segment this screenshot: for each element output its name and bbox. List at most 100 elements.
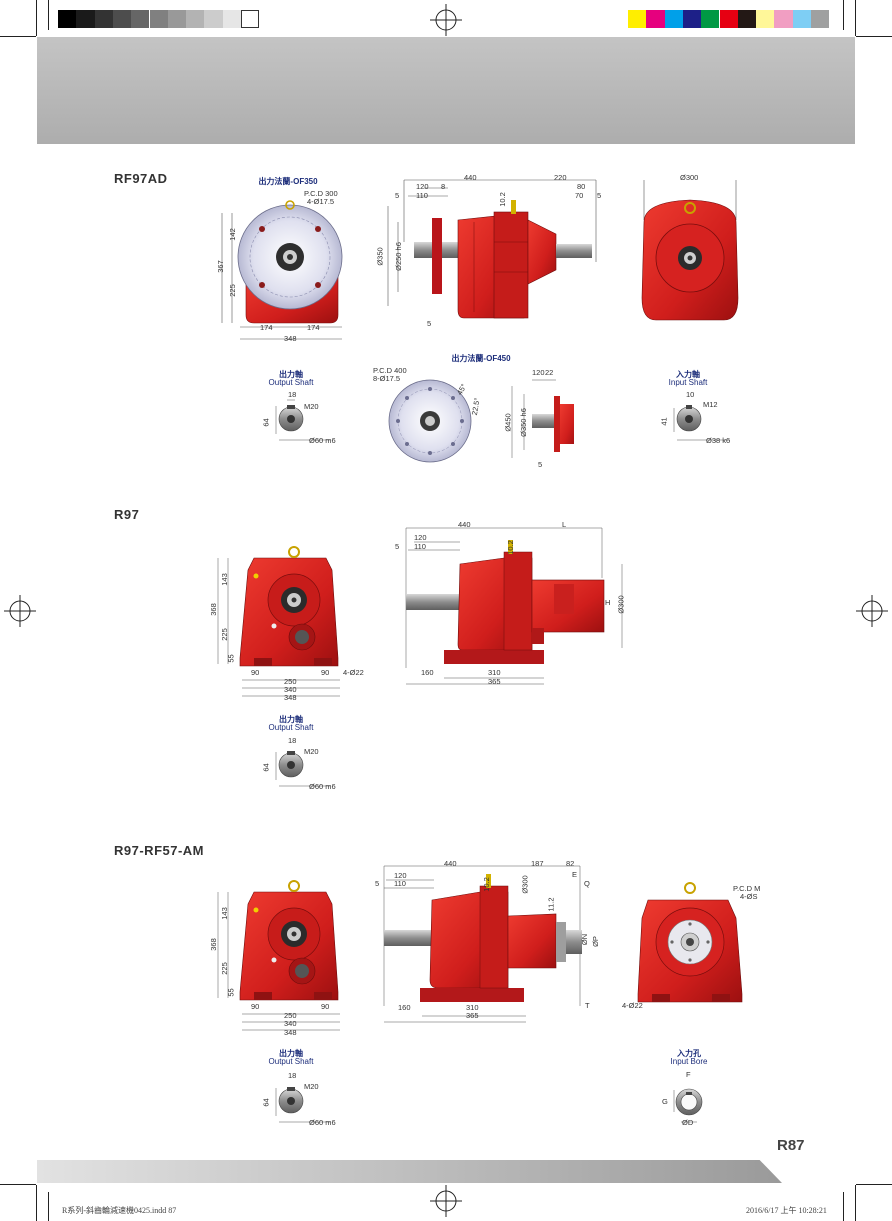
dim-8: 8 <box>441 182 446 191</box>
section-title-rf97ad: RF97AD <box>114 171 168 186</box>
s3-dim-o300: Ø300 <box>520 875 530 894</box>
color-swatch <box>701 10 720 28</box>
rf97ad-front-view <box>641 180 739 321</box>
dim-80: 80 <box>577 182 586 191</box>
dim-o350: Ø350 <box>375 247 385 266</box>
s3-dim-250: 250 <box>284 1011 297 1020</box>
s3-dim-225: 225 <box>219 962 229 975</box>
r97-dim-90b: 90 <box>321 668 330 677</box>
output-shaft-cn-s1: 出力軸 <box>279 370 303 379</box>
r97-dim-340: 340 <box>284 685 297 694</box>
output-shaft-cn-s2: 出力軸 <box>279 715 303 724</box>
r97-rf57-am-front-view <box>217 880 340 1031</box>
s3-dim-365: 365 <box>466 1011 479 1020</box>
flange350-caption: 出力法蘭-OF350 <box>258 177 318 186</box>
dim-5b: 5 <box>597 191 602 200</box>
os2-dim-o60: Ø60 m6 <box>309 782 336 791</box>
s3-dim-on: ØN <box>580 933 590 946</box>
dim-142: 142 <box>227 228 237 241</box>
r97-dim-160: 160 <box>421 668 434 677</box>
input-bore-cn: 入力孔 <box>677 1049 701 1058</box>
r97-dim-o300: Ø300 <box>616 595 626 614</box>
s3-dim-120: 120 <box>394 871 407 880</box>
r97-dim-368: 368 <box>208 603 218 616</box>
rf97ad-side-view <box>387 179 597 319</box>
os3-dim-o60: Ø60 m6 <box>309 1118 336 1127</box>
s3-dim-t: T <box>585 1001 590 1010</box>
dim-174a: 174 <box>260 323 273 332</box>
color-swatch <box>112 10 132 28</box>
input-bore-drawing <box>673 1088 703 1123</box>
color-swatch <box>149 10 168 28</box>
r97-dim-l: L <box>562 520 567 529</box>
s3-dim-187: 187 <box>531 859 544 868</box>
s3-dim-10-2: 10.2 <box>481 877 491 892</box>
s3-dim-90a: 90 <box>251 1002 260 1011</box>
s3-dim-368: 368 <box>208 938 218 951</box>
r97-front-view <box>217 546 340 697</box>
color-swatch <box>167 10 187 28</box>
s3-dim-op: ØP <box>590 936 600 947</box>
color-swatch <box>241 10 260 28</box>
flange450-22: 22 <box>545 368 554 377</box>
section-title-r97-rf57-am: R97-RF57-AM <box>114 843 205 858</box>
os1-dim-64: 64 <box>261 418 271 427</box>
dim-225: 225 <box>227 284 237 297</box>
color-swatch <box>131 10 150 28</box>
dim-440: 440 <box>464 173 477 182</box>
flange450-caption: 出力法蘭-OF450 <box>451 354 511 363</box>
flange450-holes: 8-Ø17.5 <box>373 374 401 383</box>
dim-174b: 174 <box>307 323 320 332</box>
r97-dim-10-2: 10.2 <box>505 540 515 555</box>
flange450-5: 5 <box>538 460 543 469</box>
r97-dim-110: 110 <box>414 542 426 551</box>
is-dim-10: 10 <box>686 390 695 399</box>
header-band <box>37 37 855 144</box>
r97-side-view <box>405 527 623 685</box>
os2-dim-18: 18 <box>288 736 297 745</box>
flange450-120: 120 <box>532 368 545 377</box>
r97-dim-225: 225 <box>219 628 229 641</box>
s3-dim-110: 110 <box>394 879 406 888</box>
s3-dim-90b: 90 <box>321 1002 330 1011</box>
output-shaft-cn-s3: 出力軸 <box>279 1049 303 1058</box>
dim-70: 70 <box>575 191 584 200</box>
is-dim-o38k6: Ø38 k6 <box>706 436 731 445</box>
flange450-pcd: P.C.D 400 <box>373 366 407 375</box>
s3-dim-4o22: 4-Ø22 <box>622 1001 643 1010</box>
color-swatch <box>792 10 811 28</box>
color-swatch <box>756 10 775 28</box>
s3-dim-e: E <box>572 870 578 879</box>
r97-dim-250: 250 <box>284 677 297 686</box>
r97-dim-4o22: 4-Ø22 <box>343 668 364 677</box>
os1-dim-o60: Ø60 m6 <box>309 436 336 445</box>
os2-dim-m20: M20 <box>304 747 319 756</box>
dim-o250h6: Ø250 h6 <box>393 242 403 271</box>
footer-band <box>37 1160 782 1183</box>
r97-dim-h: H <box>605 598 611 607</box>
dim-110: 110 <box>416 191 428 200</box>
color-swatch <box>204 10 223 28</box>
s3-dim-55: 55 <box>226 988 236 997</box>
color-swatch <box>737 10 757 28</box>
r97-dim-310: 310 <box>488 668 501 677</box>
s3-holes-4s: 4-ØS <box>740 892 758 901</box>
color-swatch <box>94 10 113 28</box>
color-swatch <box>682 10 702 28</box>
os2-dim-64: 64 <box>261 763 271 772</box>
input-shaft-cn: 入力軸 <box>676 370 700 379</box>
footer-file-info: R系列-斜齒輪減速機0425.indd 87 <box>62 1206 177 1215</box>
r97-dim-440: 440 <box>458 520 471 529</box>
s3-dim-82: 82 <box>566 859 575 868</box>
r97-dim-348: 348 <box>284 693 297 702</box>
dim-5a: 5 <box>395 191 400 200</box>
ib-dim-od: ØD <box>682 1118 694 1127</box>
s3-dim-5: 5 <box>375 879 380 888</box>
os1-dim-m20: M20 <box>304 402 319 411</box>
os3-dim-m20: M20 <box>304 1082 319 1091</box>
s3-dim-440: 440 <box>444 859 457 868</box>
color-swatch <box>646 10 665 28</box>
flange450-side-view <box>511 379 574 458</box>
r97-dim-120: 120 <box>414 533 427 542</box>
